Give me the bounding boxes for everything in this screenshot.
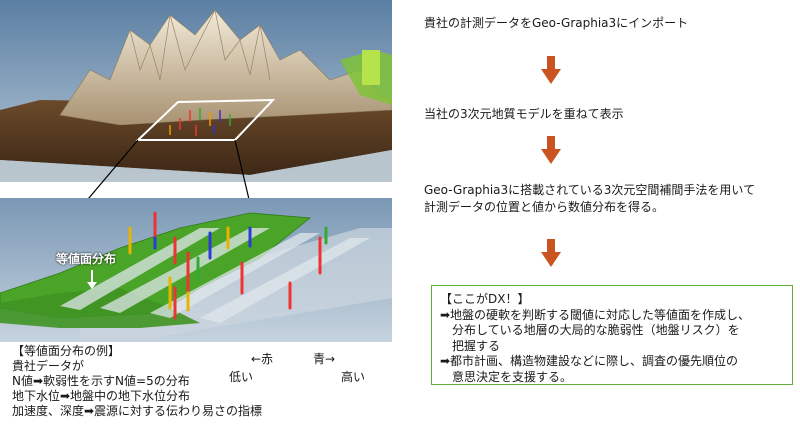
dx-line: 把握する [452,338,501,353]
legend-line: 加速度、深度➡震源に対する伝わり易さの指標 [12,404,263,418]
color-low-arrow: ←赤 [251,352,274,366]
down-arrow-icon [541,239,561,267]
legend-header: 【等値面分布の例】 [12,344,121,358]
step-interpolate-line2: 計測データの位置と値から数値分布を得る。 [424,200,665,214]
isosurface-label: 等値面分布 [56,252,117,266]
color-high-label: 高い [341,370,366,384]
down-arrow-icon [541,136,561,164]
dx-line: 意思決定を支援する。 [452,369,573,384]
step-import: 貴社の計測データをGeo-Graphia3にインポート [424,16,689,30]
legend-line: N値➡軟弱性を示すN値=5の分布 [12,374,190,388]
legend-line: 地下水位➡地盤中の地下水位分布 [12,389,191,403]
dx-line: ➡地盤の硬軟を判断する閾値に対応した等値面を作成し、 [440,307,751,322]
dx-line: ➡都市計画、構造物建設などに際し、調査の優先順位の [440,354,739,368]
legend-line: 貴社データが [12,359,85,373]
color-high-arrow: 青→ [313,352,336,366]
dx-title: 【ここがDX！】 [440,292,530,306]
legend-block: 【等値面分布の例】 貴社データが N値➡軟弱性を示すN値=5の分布 地下水位➡地… [12,344,262,419]
color-low-label: 低い [229,370,254,384]
dx-highlight-box: 【ここがDX！】 ➡地盤の硬軟を判断する閾値に対応した等値面を作成し、 分布して… [431,285,793,385]
isosurface-image [0,198,392,342]
dx-line: 分布している地層の大局的な脆弱性（地盤リスク）を [452,323,740,337]
terrain-3d-image [0,0,392,182]
step-interpolate-line1: Geo-Graphia3に搭載されている3次元空間補間手法を用いて [424,183,756,197]
down-arrow-icon [541,56,561,84]
step-overlay: 当社の3次元地質モデルを重ねて表示 [424,107,624,121]
